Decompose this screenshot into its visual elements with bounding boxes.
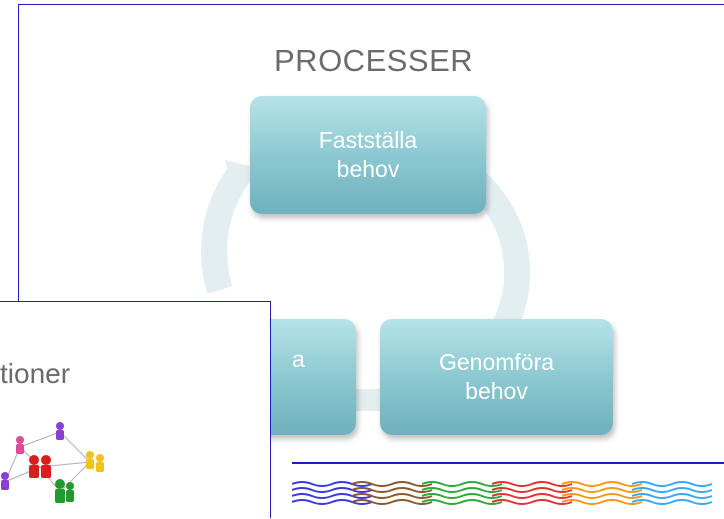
people-network-icon [1,422,104,503]
step-box-genomfora-behov: Genomföra behov [380,319,613,435]
step-box-faststalla-behov: Fastställa behov [250,96,486,214]
wave-lines-icon [292,481,713,505]
step-label-line1: Fastställa [318,127,418,153]
overlay-slide: tioner [0,301,271,518]
step-label-line1: Genomföra [438,349,555,375]
step-label-line2: behov [336,156,400,182]
slide-title: PROCESSER [274,43,474,78]
footer-divider [292,462,724,464]
overlay-slide-title: tioner [0,358,71,389]
step-label-line2: behov [465,378,528,404]
step-label-partial: a [292,346,305,372]
